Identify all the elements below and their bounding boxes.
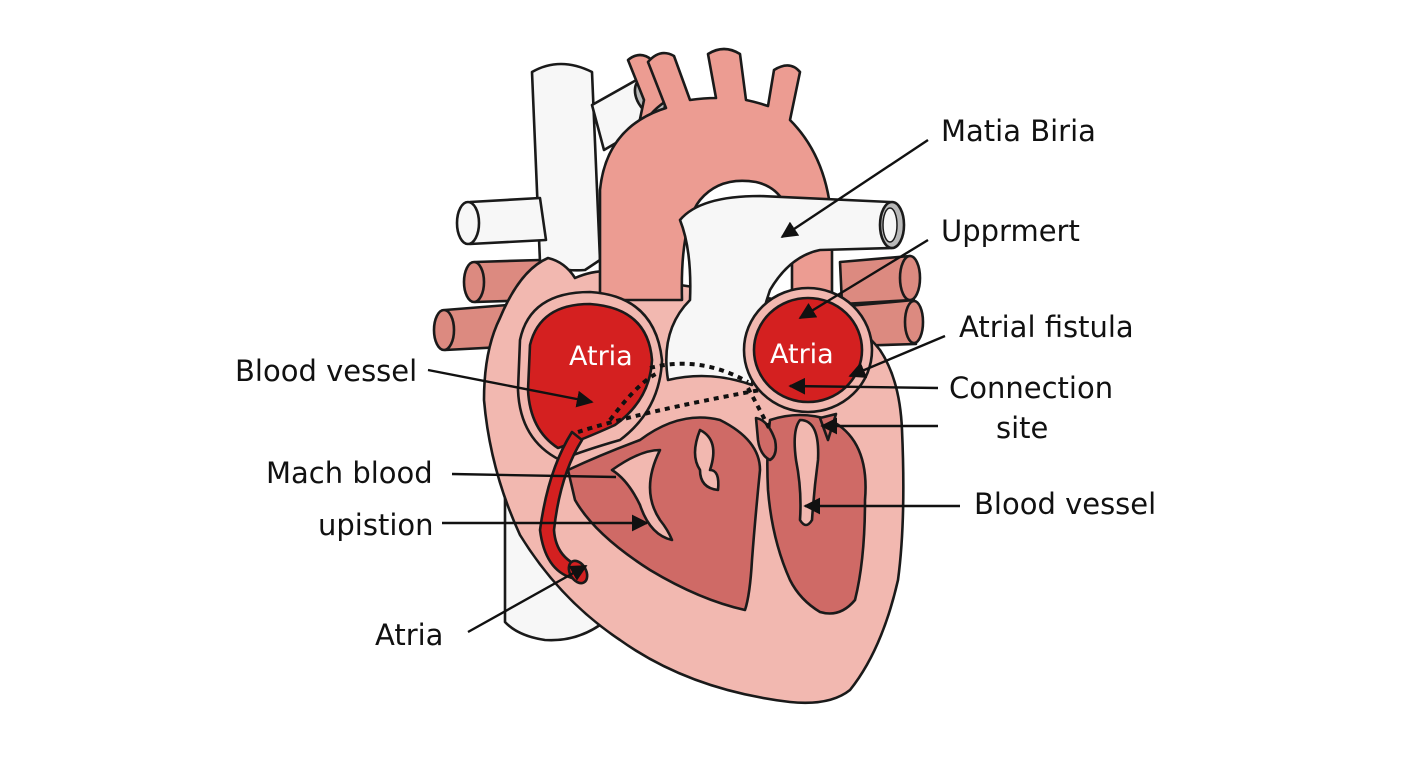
leader-mach-blood bbox=[451, 472, 617, 479]
label-mach-blood: Mach blood bbox=[266, 456, 433, 490]
leader-upprmert bbox=[798, 238, 929, 320]
leader-atria-bottom bbox=[467, 564, 588, 634]
label-matia-biria: Matia Biria bbox=[941, 114, 1096, 148]
label-upistion: upistion bbox=[318, 508, 434, 542]
right-atrium bbox=[742, 286, 874, 414]
fistula-path bbox=[577, 361, 772, 434]
label-connection-site-line1: Connection bbox=[949, 371, 1113, 405]
label-connection-site-line2: site bbox=[996, 411, 1048, 445]
label-upprmert: Upprmert bbox=[941, 214, 1080, 248]
label-atrial-fistula: Atrial fistula bbox=[959, 310, 1134, 344]
callout-labels: Matia Biria Upprmert Atrial fistula Conn… bbox=[235, 114, 1156, 652]
leader-matia-biria bbox=[780, 139, 929, 238]
chamber-label-right: Atria bbox=[770, 339, 834, 370]
pulmonary-artery bbox=[665, 194, 906, 387]
leader-atrial-fistula bbox=[848, 334, 946, 378]
leader-connection-1 bbox=[788, 377, 939, 395]
label-blood-vessel-right: Blood vessel bbox=[974, 487, 1156, 521]
aorta bbox=[598, 47, 834, 320]
leader-lines bbox=[427, 139, 960, 634]
label-blood-vessel-left: Blood vessel bbox=[235, 354, 417, 388]
right-vessels bbox=[838, 254, 925, 348]
leader-blood-vessel-left bbox=[427, 368, 594, 408]
chamber-label-left: Atria bbox=[569, 341, 633, 372]
label-atria-bottom: Atria bbox=[375, 618, 443, 652]
